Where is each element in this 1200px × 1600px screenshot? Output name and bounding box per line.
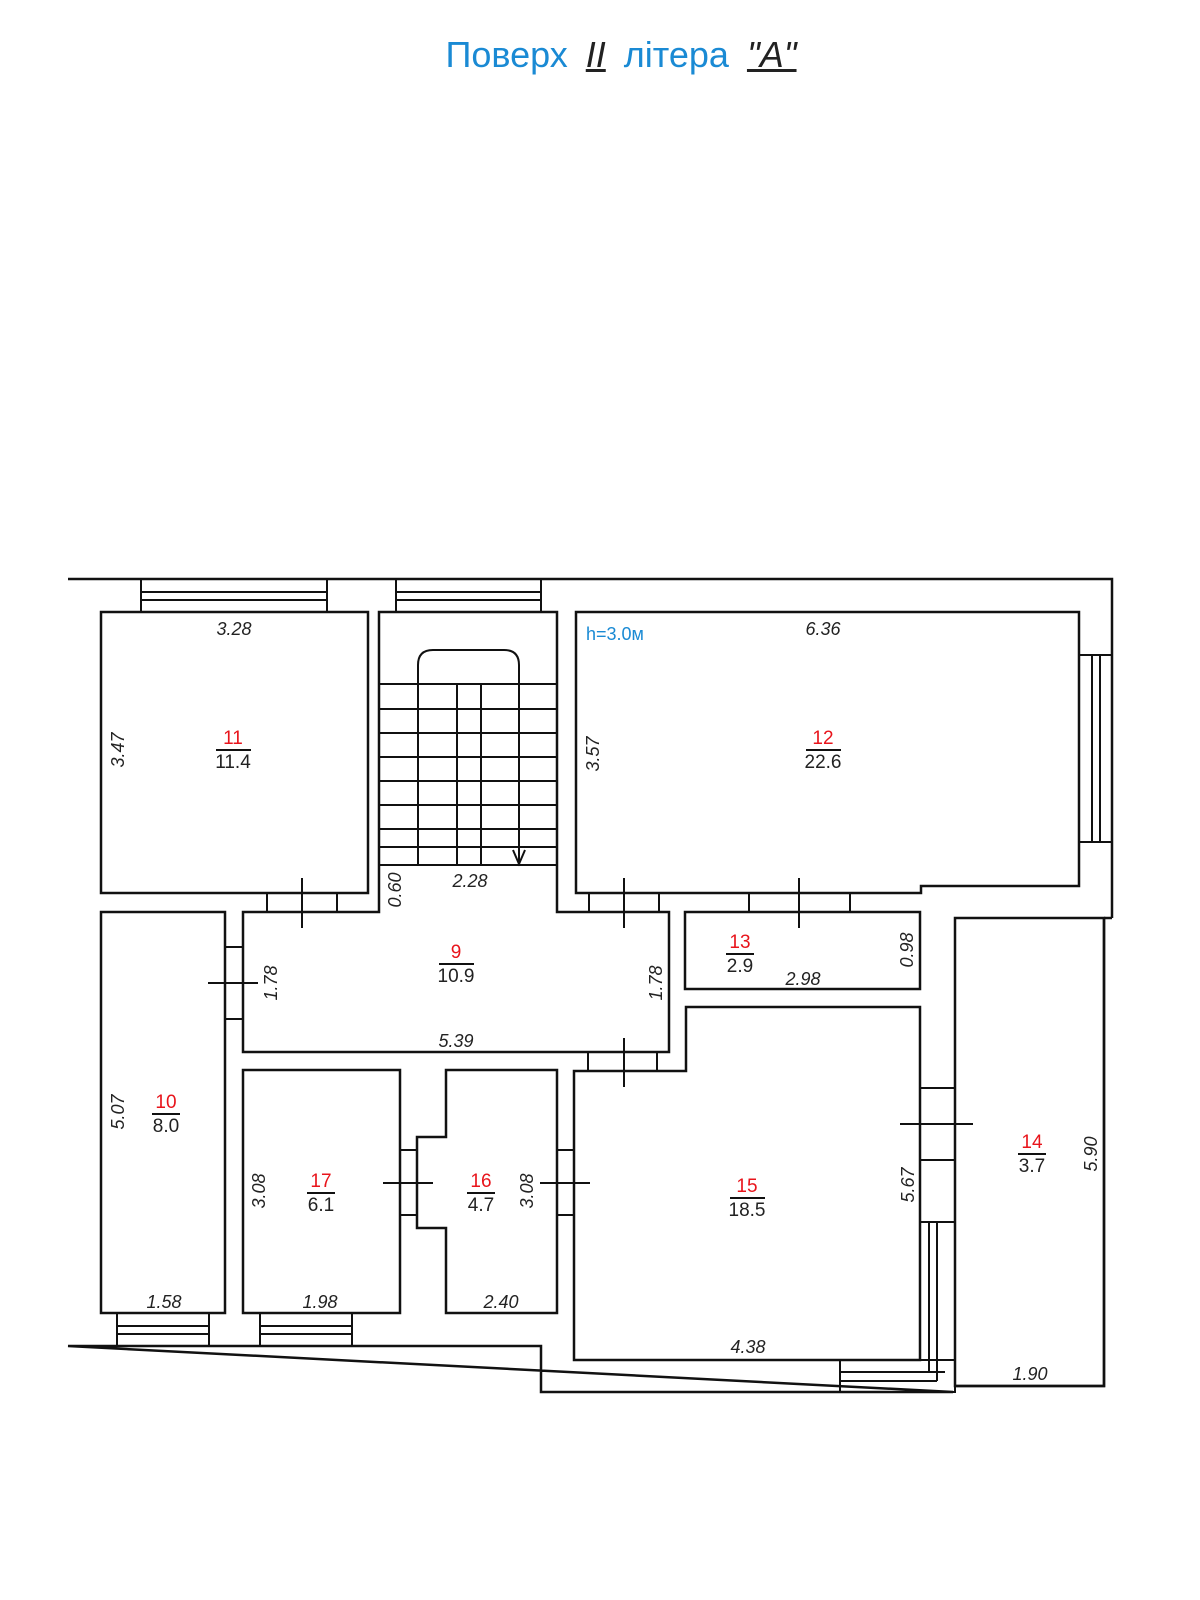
dimension-label: 1.58: [146, 1292, 181, 1312]
dimension-label: 1.78: [646, 965, 666, 1000]
door-icon: [587, 1038, 658, 1087]
svg-text:17: 17: [310, 1171, 331, 1192]
title-floor: II: [585, 34, 606, 75]
room-label-16: 164.7: [467, 1171, 495, 1216]
svg-text:9: 9: [451, 942, 462, 963]
svg-text:8.0: 8.0: [153, 1116, 179, 1137]
dimension-label: 0.60: [385, 872, 405, 907]
dimension-label: 3.28: [216, 619, 251, 639]
dimension-label: 2.40: [482, 1292, 518, 1312]
dimension-label: 1.78: [261, 965, 281, 1000]
svg-text:12: 12: [812, 728, 833, 749]
dimension-label: 5.07: [108, 1094, 128, 1130]
svg-text:13: 13: [729, 932, 750, 953]
door-icon: [266, 878, 338, 928]
svg-text:16: 16: [470, 1171, 491, 1192]
dimension-label: 4.38: [730, 1337, 765, 1357]
door-icon: [588, 878, 660, 928]
dimension-label: 5.67: [898, 1167, 918, 1203]
svg-text:15: 15: [736, 1176, 757, 1197]
room-9-outline: [241, 610, 671, 1054]
dimension-label: 1.90: [1012, 1364, 1047, 1384]
dimension-label: 3.08: [517, 1173, 537, 1208]
room-label-17: 176.1: [307, 1171, 335, 1216]
title-prefix: Поверх: [445, 34, 568, 75]
room-15-outline: [572, 1005, 922, 1362]
dimension-label: 3.08: [249, 1173, 269, 1208]
svg-text:3.7: 3.7: [1019, 1156, 1045, 1177]
window-icon: [839, 1221, 956, 1393]
dimension-label: 6.36: [805, 619, 841, 639]
room-label-13: 132.9: [726, 932, 754, 977]
window-icon: [1078, 654, 1113, 843]
svg-text:10.9: 10.9: [438, 966, 475, 987]
room-14-outline: [953, 916, 1106, 1388]
svg-text:4.7: 4.7: [468, 1195, 494, 1216]
title-middle: літера: [623, 34, 729, 75]
dimension-label: 2.28: [451, 871, 487, 891]
room-13-outline: [683, 910, 922, 991]
svg-text:2.9: 2.9: [727, 956, 753, 977]
window-icon: [140, 578, 328, 613]
svg-text:18.5: 18.5: [729, 1200, 766, 1221]
dimension-label: 3.57: [583, 736, 603, 772]
ceiling-height-label: h=3.0м: [586, 624, 644, 644]
door-icon: [748, 878, 851, 928]
svg-text:10: 10: [155, 1092, 176, 1113]
room-label-10: 108.0: [152, 1092, 180, 1137]
staircase-icon: [379, 649, 557, 867]
room-label-12: 12 22.6: [805, 728, 842, 773]
room-label-14: 143.7: [1018, 1132, 1046, 1177]
plan-title: Поверх II літера "А": [0, 34, 1200, 76]
svg-text:11.4: 11.4: [215, 752, 251, 773]
room-label-9: 910.9: [438, 942, 475, 987]
window-icon: [259, 1312, 353, 1347]
room-12-outline: [574, 610, 1081, 895]
room-label-15: 15 18.5: [729, 1176, 766, 1221]
svg-text:22.6: 22.6: [805, 752, 842, 773]
window-icon: [395, 578, 542, 613]
title-letter: "А": [746, 34, 797, 75]
dimension-label: 3.47: [108, 732, 128, 768]
window-icon: [116, 1312, 210, 1347]
dimension-label: 5.90: [1081, 1136, 1101, 1171]
door-icon: [208, 946, 258, 1020]
dimension-label: 5.39: [438, 1031, 473, 1051]
svg-text:6.1: 6.1: [308, 1195, 334, 1216]
dimension-label: 1.98: [302, 1292, 337, 1312]
door-icon: [383, 1149, 433, 1216]
svg-text:14: 14: [1021, 1132, 1043, 1153]
dimension-label: 2.98: [784, 969, 820, 989]
door-icon: [540, 1149, 590, 1216]
door-icon: [900, 1087, 973, 1161]
svg-text:11: 11: [223, 728, 243, 749]
room-label-11: 11 11.4: [215, 728, 251, 773]
dimension-label: 0.98: [897, 932, 917, 967]
